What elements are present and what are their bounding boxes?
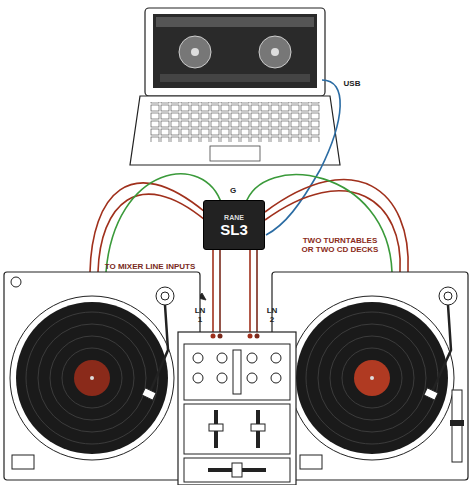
interface-box: RANESL3 — [203, 200, 265, 250]
mixer — [178, 332, 296, 485]
wiring-label: G — [230, 186, 236, 195]
wiring-label: TWO TURNTABLES OR TWO CD DECKS — [299, 236, 381, 254]
turntable — [4, 272, 200, 480]
turntable — [272, 272, 468, 480]
device-label: RANE — [204, 214, 264, 221]
laptop — [130, 8, 340, 165]
wiring-label: TO MIXER LINE INPUTS — [105, 262, 196, 271]
device-label: SL3 — [204, 221, 264, 238]
wiring-label: LN 2 — [265, 306, 279, 324]
wiring-label: USB — [344, 79, 361, 88]
wiring-label: LN 1 — [193, 306, 207, 324]
